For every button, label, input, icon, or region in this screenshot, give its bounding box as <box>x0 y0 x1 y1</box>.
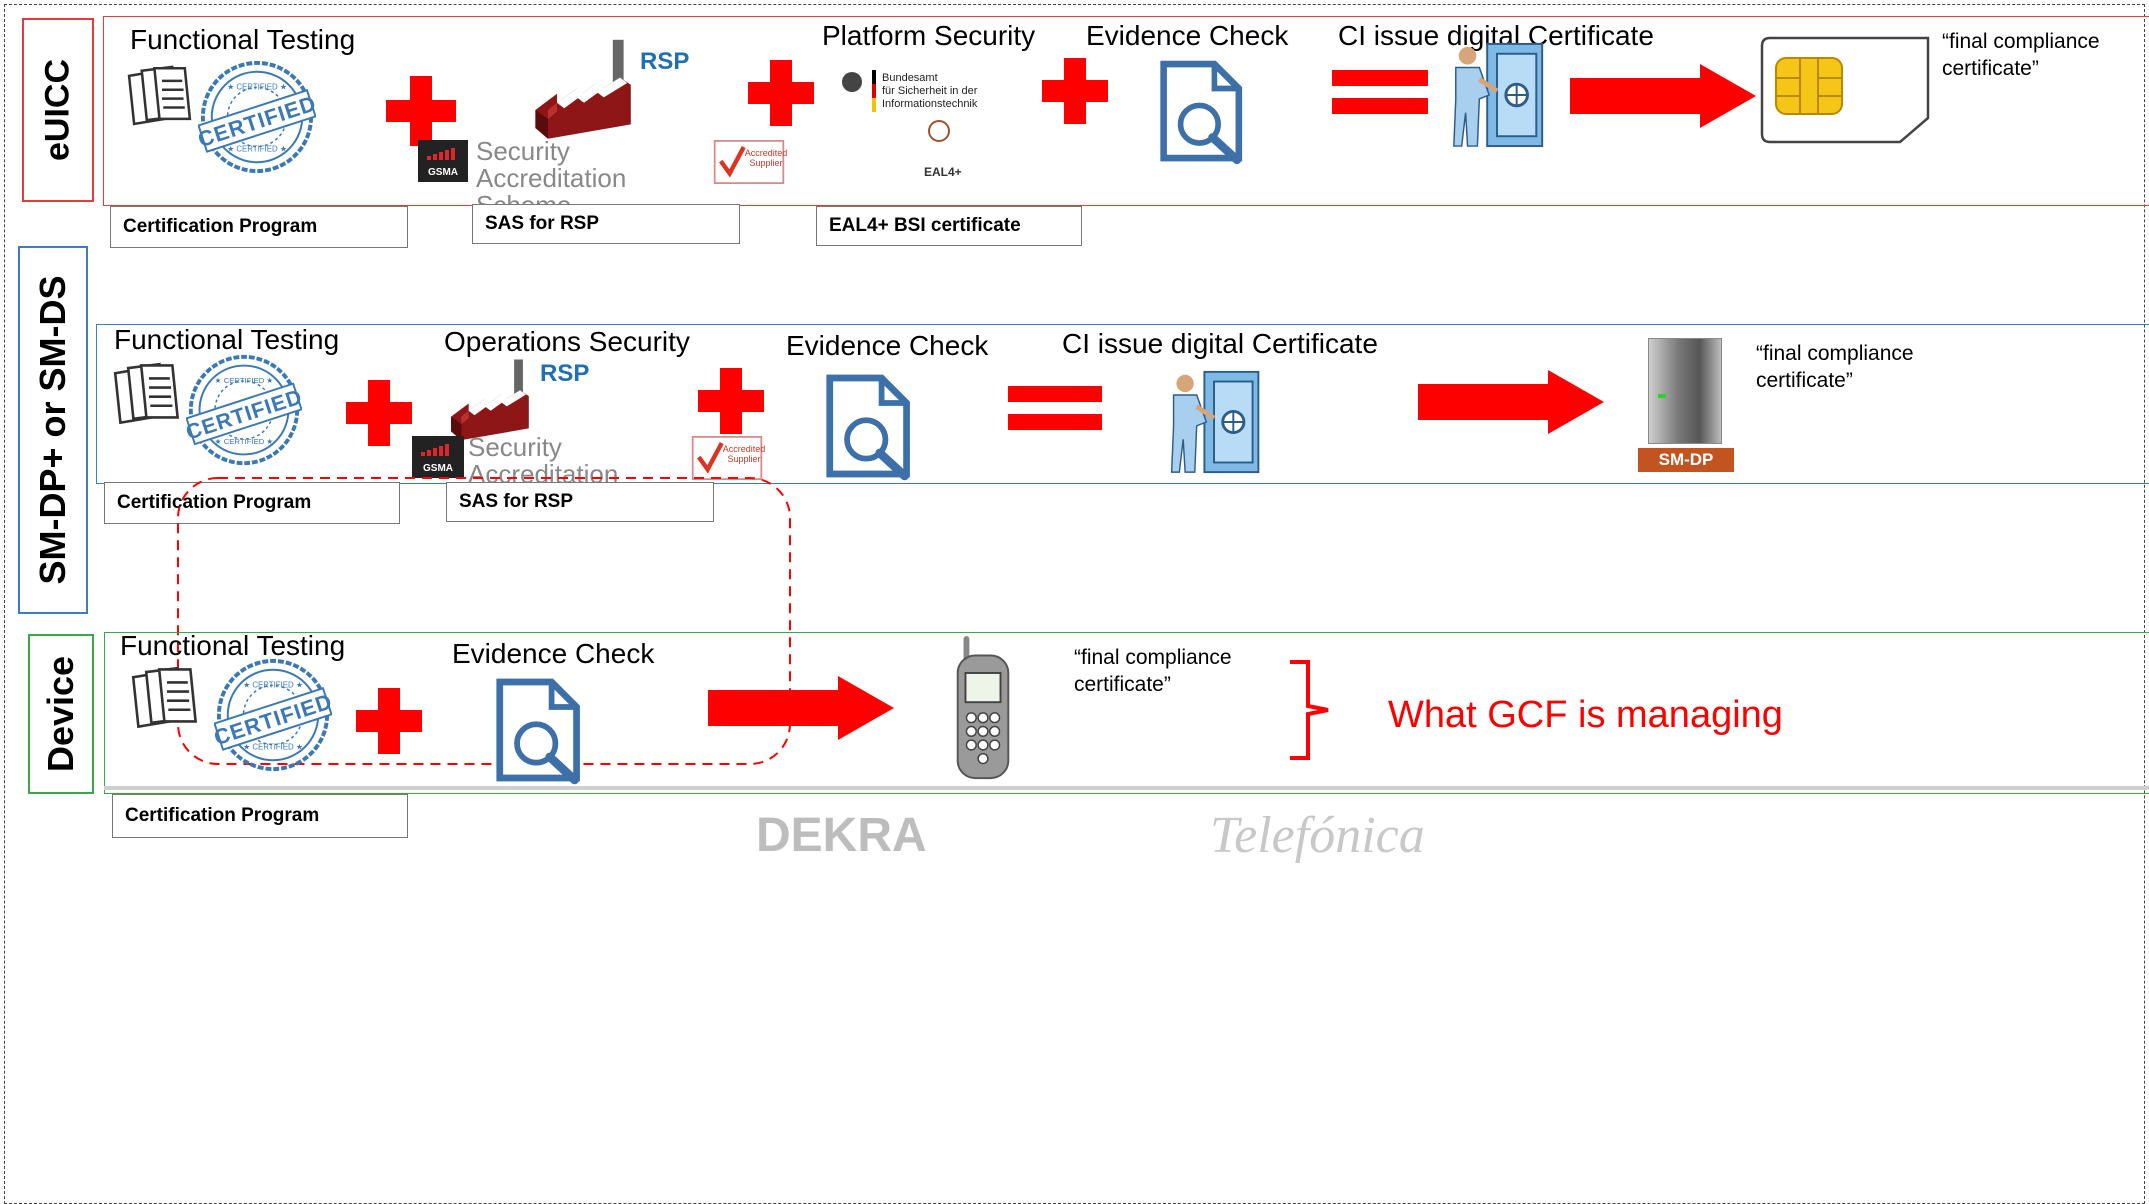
german-flag-icon <box>872 70 876 84</box>
euicc-label-text: eUICC <box>38 58 77 162</box>
plus-icon <box>1042 58 1108 124</box>
dekra-watermark: DEKRA <box>756 809 927 862</box>
device-evidence-check-title: Evidence Check <box>452 638 655 669</box>
smdp-rsp-label: RSP <box>540 360 590 387</box>
euicc-row-box <box>103 16 2149 206</box>
magnifier-document-icon <box>824 372 920 482</box>
eal-label: EAL4+ <box>924 165 962 179</box>
factory-icon <box>535 39 631 139</box>
documents-icon <box>113 362 179 424</box>
bsi-line-1: Bundesamt <box>882 72 938 84</box>
euicc-tag-eal4-bsi: EAL4+ BSI certificate <box>816 206 1082 246</box>
safe-person-icon <box>1444 36 1552 154</box>
gcf-managing-text: What GCF is managing <box>1388 694 1783 736</box>
device-final-note: “final compliance certificate” <box>1074 646 1232 696</box>
smdp-evidence-check-title: Evidence Check <box>786 330 989 361</box>
bsi-line-2: für Sicherheit in der <box>882 85 978 97</box>
smdp-tag-certification-program: Certification Program <box>104 482 400 524</box>
magnifier-document-icon <box>1158 58 1252 166</box>
accredited-supplier-badge: Accredited Supplier <box>684 436 770 480</box>
gsma-logo: GSMA <box>412 436 464 478</box>
gcf-scope-outline <box>177 477 791 765</box>
smdp-operations-security-title: Operations Security <box>444 326 690 357</box>
brace-icon <box>1290 660 1329 760</box>
plus-icon <box>356 688 422 754</box>
accredited-supplier-badge: Accredited Supplier <box>706 140 792 184</box>
arrow-right-icon <box>1570 64 1756 128</box>
plus-icon <box>748 60 814 126</box>
smdp-label-text: SM-DP+ or SM-DS <box>32 275 73 585</box>
smdp-functional-testing-title: Functional Testing <box>114 324 340 355</box>
documents-icon <box>127 65 192 126</box>
plus-icon <box>386 76 456 146</box>
euicc-final-note: “final compliance certificate” <box>1942 30 2100 80</box>
server-icon: SM-DP <box>1638 338 1734 476</box>
plus-icon <box>346 380 412 446</box>
certified-stamp-icon <box>198 60 316 174</box>
smdp-row-label: SM-DP+ or SM-DS <box>18 246 88 614</box>
euicc-platform-security-title: Platform Security <box>822 20 1036 51</box>
euicc-row-label: eUICC <box>22 18 94 202</box>
smdp-ci-issue-title: CI issue digital Certificate <box>1062 328 1378 359</box>
bsi-logo: Bundesamt für Sicherheit in der Informat… <box>838 68 998 188</box>
smdp-row-box <box>96 324 2149 484</box>
safe-person-icon <box>1162 364 1268 480</box>
smdp-tag-sas-for-rsp: SAS for RSP <box>446 482 714 522</box>
sim-card-icon <box>1760 36 1930 144</box>
plus-icon <box>698 368 764 434</box>
euicc-tag-certification-program: Certification Program <box>110 206 408 248</box>
arrow-right-icon <box>1418 370 1604 434</box>
equals-icon <box>1332 70 1428 114</box>
gsma-logo: GSMA <box>418 140 468 182</box>
documents-icon <box>131 666 197 728</box>
device-tag-certification-program: Certification Program <box>112 794 408 838</box>
mobile-phone-icon <box>956 636 1010 780</box>
certified-stamp-icon <box>186 354 302 466</box>
device-row-label: Device <box>28 634 94 794</box>
device-functional-testing-title: Functional Testing <box>120 630 346 661</box>
bsi-line-3: Informationstechnik <box>882 98 978 110</box>
server-label: SM-DP <box>1638 448 1734 472</box>
equals-icon <box>1008 386 1102 430</box>
smdp-final-note: “final compliance certificate” <box>1756 342 1914 392</box>
euicc-evidence-check-title: Evidence Check <box>1086 20 1289 51</box>
euicc-tag-sas-for-rsp: SAS for RSP <box>472 204 740 244</box>
euicc-functional-testing-title: Functional Testing <box>130 24 356 55</box>
telefonica-watermark: Telefónica <box>1210 807 1425 864</box>
arrow-right-icon <box>708 676 894 740</box>
certified-stamp-icon <box>214 658 332 772</box>
device-row-box <box>104 632 2149 794</box>
magnifier-document-icon <box>494 676 590 786</box>
device-label-text: Device <box>40 655 81 773</box>
euicc-rsp-label: RSP <box>640 48 690 75</box>
